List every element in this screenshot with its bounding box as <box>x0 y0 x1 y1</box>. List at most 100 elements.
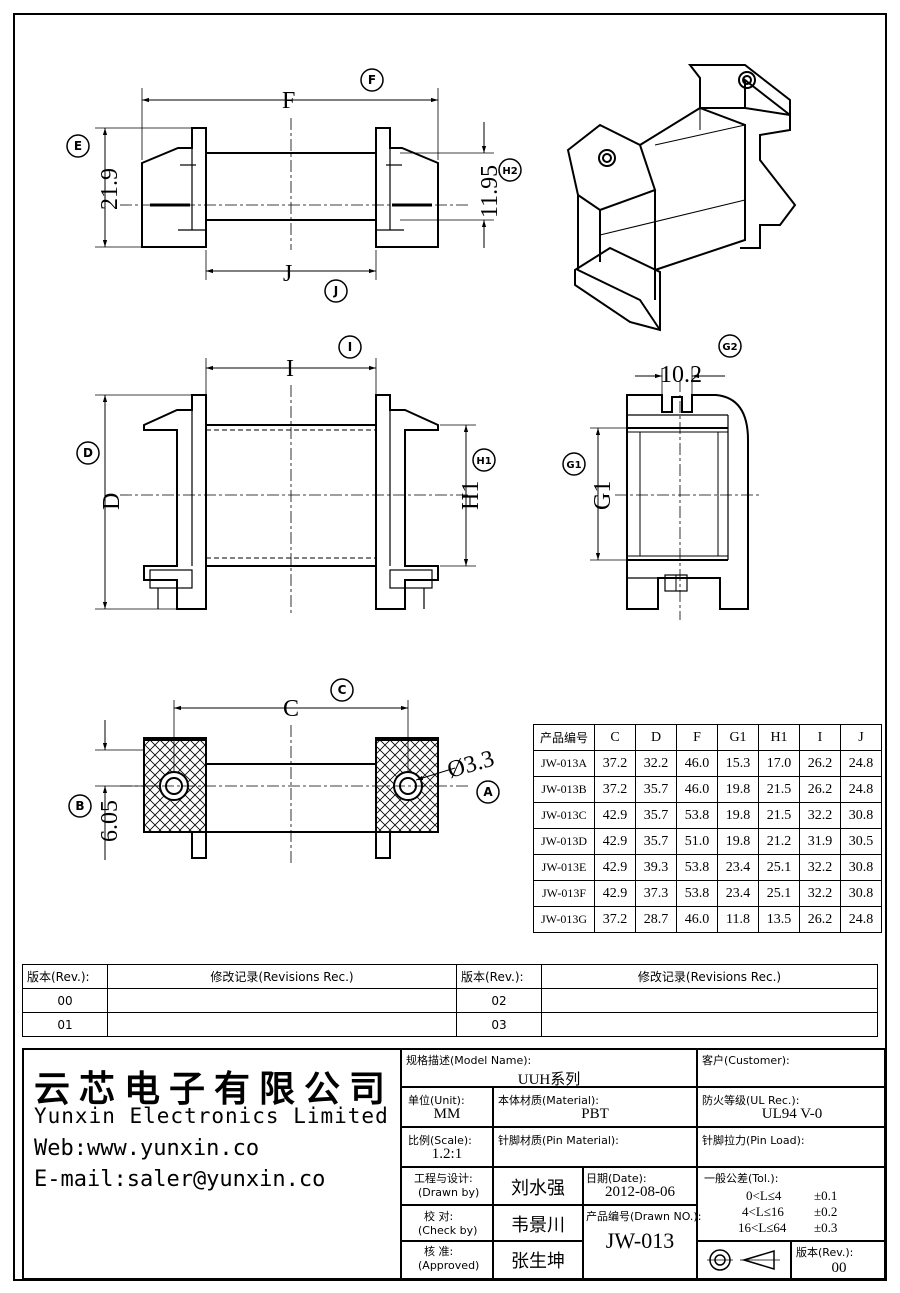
company-email: E-mail:saler@yunxin.co <box>34 1167 326 1192</box>
tol-value-2: ±0.2 <box>814 1204 838 1219</box>
spec-value-cell: 26.2 <box>799 750 841 777</box>
projection-symbol-icon <box>707 1249 780 1271</box>
revision-row: 00 02 <box>22 988 878 1013</box>
spec-value-cell: 28.7 <box>635 906 677 933</box>
rev-header: 版本(Rev.): <box>456 964 542 989</box>
material-value: PBT <box>581 1106 609 1122</box>
approved-value: 张生坤 <box>511 1251 565 1272</box>
dim-G1-label: G1 <box>590 481 616 510</box>
tolerance-label: 一般公差(Tol.): <box>704 1172 779 1185</box>
company-name-cn: 云芯电子有限公司 <box>34 1069 395 1110</box>
balloon-H1: H1 <box>476 456 491 467</box>
drawn-by-label-en: (Drawn by) <box>418 1186 480 1199</box>
spec-value-cell: 19.8 <box>717 828 759 855</box>
rev-value: 01 <box>22 1012 108 1037</box>
balloon-B: B <box>75 799 84 813</box>
tol-value-1: ±0.1 <box>814 1188 838 1203</box>
unit-label: 单位(Unit): <box>408 1094 465 1107</box>
dim-I-label: I <box>286 356 294 382</box>
spec-header-cell: F <box>676 724 718 751</box>
pin-load-label: 针脚拉力(Pin Load): <box>702 1134 805 1147</box>
date-value: 2012-08-06 <box>605 1184 675 1200</box>
spec-value-cell: 53.8 <box>676 880 718 907</box>
spec-value-cell: 25.1 <box>758 854 800 881</box>
spec-header-cell: D <box>635 724 677 751</box>
material-label: 本体材质(Material): <box>498 1094 599 1107</box>
rev-value: 00 <box>22 988 108 1013</box>
ul-label: 防火等级(UL Rec.): <box>702 1094 800 1107</box>
balloon-H2: H2 <box>502 166 517 177</box>
spec-header-cell: I <box>799 724 841 751</box>
spec-value-cell: 15.3 <box>717 750 759 777</box>
spec-value-cell: 42.9 <box>594 802 636 829</box>
rev-value: 03 <box>456 1012 542 1037</box>
spec-part-number: JW-013G <box>533 906 595 933</box>
spec-value-cell: 42.9 <box>594 854 636 881</box>
spec-header-cell: H1 <box>758 724 800 751</box>
rec-value <box>541 988 878 1013</box>
spec-part-number: JW-013F <box>533 880 595 907</box>
dim-D-label: D <box>99 493 125 510</box>
balloon-G2: G2 <box>722 342 737 353</box>
spec-value-cell: 46.0 <box>676 776 718 803</box>
spec-value-cell: 17.0 <box>758 750 800 777</box>
spec-value-cell: 19.8 <box>717 776 759 803</box>
balloon-F: F <box>368 73 376 87</box>
drawn-no-value: JW-013 <box>605 1228 675 1253</box>
tol-range-2: 4<L≤16 <box>742 1204 784 1219</box>
spec-value-cell: 32.2 <box>799 854 841 881</box>
dim-6-05-label: 6.05 <box>97 800 123 842</box>
spec-header-cell: J <box>840 724 882 751</box>
spec-header-cell: G1 <box>717 724 759 751</box>
spec-value-cell: 19.8 <box>717 802 759 829</box>
balloon-J: J <box>333 284 338 298</box>
drawn-no-label: 产品编号(Drawn NO.): <box>586 1210 702 1223</box>
rec-value <box>541 1012 878 1037</box>
spec-value-cell: 37.2 <box>594 776 636 803</box>
spec-value-cell: 53.8 <box>676 854 718 881</box>
tol-range-1: 0<L≤4 <box>746 1188 782 1203</box>
revision-table: 版本(Rev.): 修改记录(Revisions Rec.) 版本(Rev.):… <box>22 964 878 1037</box>
ul-value: UL94 V-0 <box>761 1106 823 1122</box>
model-name-label: 规格描述(Model Name): <box>406 1054 532 1067</box>
balloon-I: I <box>348 340 352 354</box>
spec-value-cell: 51.0 <box>676 828 718 855</box>
approved-label-en: (Approved) <box>418 1259 480 1272</box>
balloon-A: A <box>483 785 493 799</box>
rev-label: 版本(Rev.): <box>796 1246 854 1259</box>
tol-range-3: 16<L≤64 <box>738 1220 787 1235</box>
side-view-middle <box>95 358 476 615</box>
rec-value <box>107 1012 457 1037</box>
spec-value-cell: 26.2 <box>799 776 841 803</box>
spec-header-row: 产品编号 C D F G1 H1 I J <box>533 724 882 751</box>
spec-value-cell: 30.5 <box>840 828 882 855</box>
front-view-top <box>95 88 494 280</box>
spec-part-number: JW-013A <box>533 750 595 777</box>
spec-value-cell: 37.2 <box>594 906 636 933</box>
company-web: Web:www.yunxin.co <box>34 1136 260 1161</box>
scale-value: 1.2:1 <box>431 1146 463 1162</box>
dim-H1-label: H1 <box>458 481 484 510</box>
spec-value-cell: 30.8 <box>840 854 882 881</box>
spec-value-cell: 53.8 <box>676 802 718 829</box>
title-block: 云芯电子有限公司 Yunxin Electronics Limited Web:… <box>22 1048 886 1280</box>
pin-material-label: 针脚材质(Pin Material): <box>498 1134 619 1147</box>
bottom-view <box>95 700 470 865</box>
spec-value-cell: 32.2 <box>635 750 677 777</box>
spec-header-cell: C <box>594 724 636 751</box>
rev-header: 版本(Rev.): <box>22 964 108 989</box>
company-name-en: Yunxin Electronics Limited <box>34 1104 389 1128</box>
dim-J-label: J <box>283 261 292 287</box>
spec-value-cell: 11.8 <box>717 906 759 933</box>
rec-header: 修改记录(Revisions Rec.) <box>107 964 457 989</box>
drawn-by-value: 刘水强 <box>511 1178 565 1199</box>
spec-part-number: JW-013C <box>533 802 595 829</box>
